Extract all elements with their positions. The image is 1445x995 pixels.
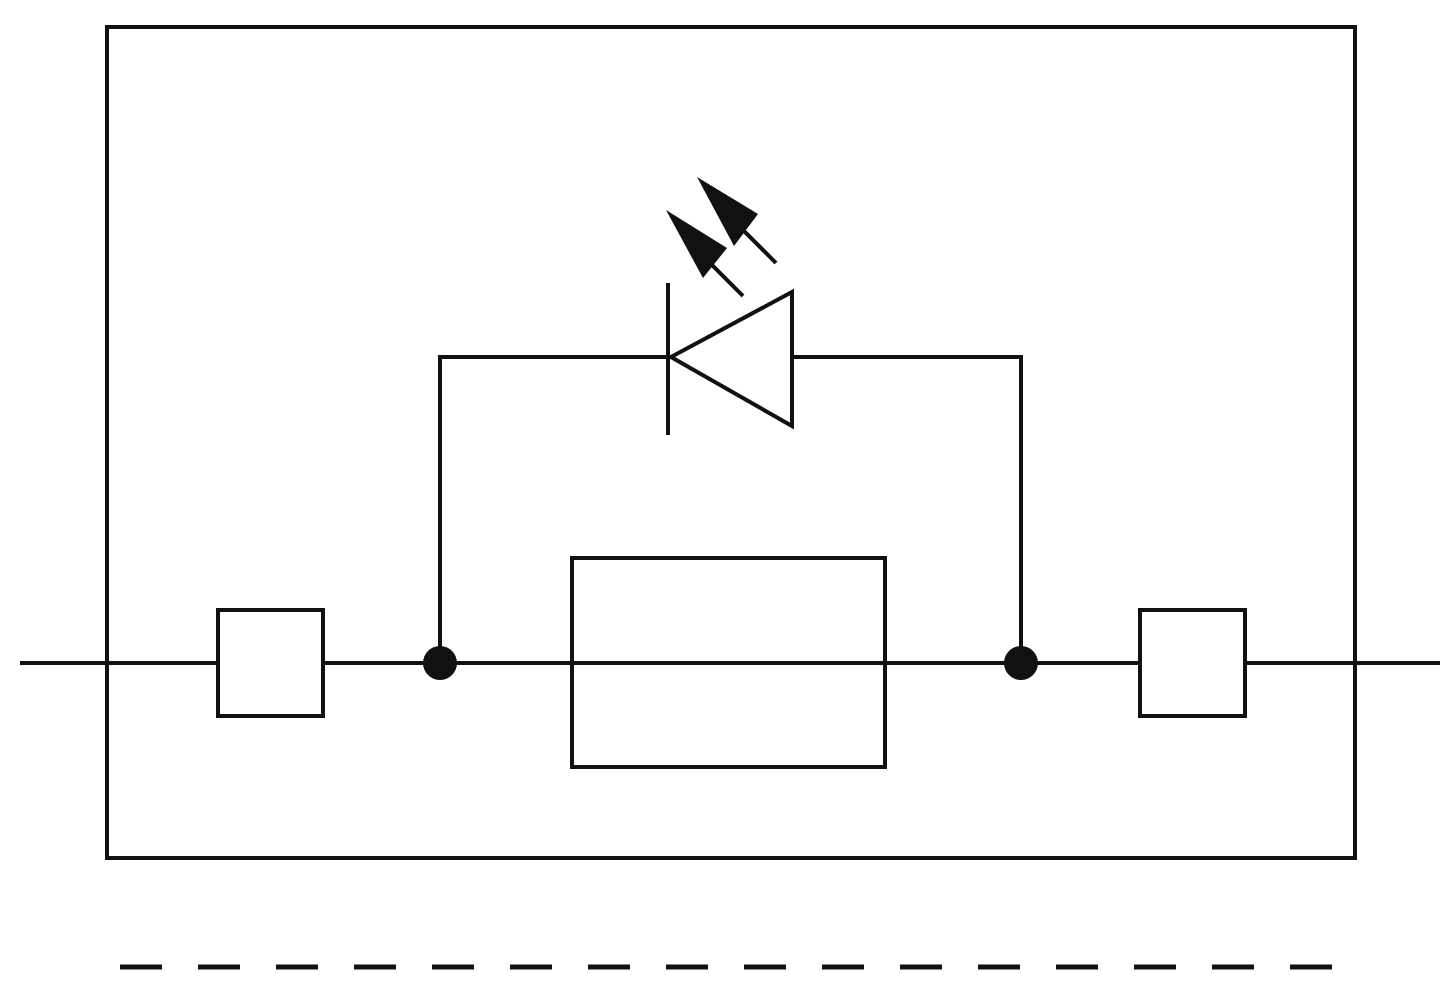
terminal-left (216, 608, 325, 718)
terminal-right (1138, 608, 1247, 718)
led-triangle (666, 288, 794, 430)
led-bypass-wire (438, 355, 668, 663)
emission-arrow-head-2 (697, 177, 758, 246)
led-bypass-wire-right (792, 355, 1023, 663)
emission-arrow-head-1 (666, 210, 727, 278)
junction-left (423, 646, 457, 680)
fuse-body (570, 556, 887, 769)
housing-outline (105, 25, 1357, 860)
junction-right (1004, 646, 1038, 680)
